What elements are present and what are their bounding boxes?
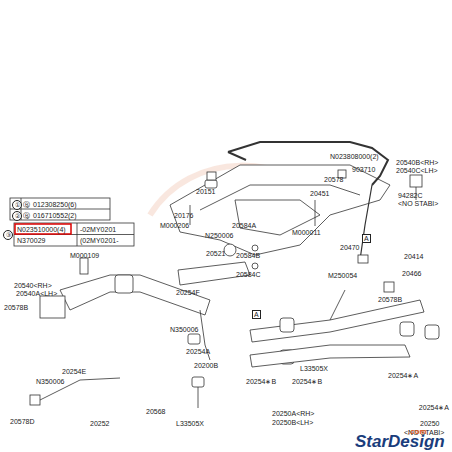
callout-number: -02MY0201: [80, 226, 116, 233]
callout-number: 20254F: [176, 289, 200, 296]
callout-number: 20250: [420, 420, 439, 427]
callout-number: M250054: [328, 272, 357, 279]
logo-text: .com: [408, 428, 427, 436]
callout-number: 20540B<RH>: [396, 159, 438, 166]
callout-number: (02MY0201-: [80, 237, 119, 244]
callout-number: 20176: [174, 212, 193, 219]
callout-number: N250006: [205, 232, 233, 239]
callout-number: 20584A: [232, 222, 256, 229]
callout-number: 20578D: [10, 418, 35, 425]
callout-number: 20151: [196, 188, 215, 195]
callout-number: ①: [12, 200, 22, 210]
callout-number: 20578B: [378, 296, 402, 303]
callout-number: N350006: [36, 378, 64, 385]
callout-number: Ⓑ: [23, 212, 30, 219]
callout-number: 20414: [404, 253, 423, 260]
callout-number: M000109: [70, 252, 99, 259]
callout-number: 20584B: [236, 252, 260, 259]
callout-number: 20540<RH>: [14, 282, 52, 289]
callout-number: L33505X: [300, 365, 328, 372]
callout-number: N023808000(2): [330, 153, 379, 160]
callout-number: N370029: [17, 237, 45, 244]
callout-number: ②: [12, 211, 22, 221]
callout-number: 20568: [146, 408, 165, 415]
callout-number: 20254E: [62, 368, 86, 375]
callout-number: 94282C: [398, 192, 423, 199]
callout-number: 20451: [310, 190, 329, 197]
callout-number: <NO STABI>: [398, 200, 438, 207]
callout-number: L33505X: [176, 420, 204, 427]
callout-number: 20254A: [186, 348, 210, 355]
callout-number: 20254∗A: [419, 404, 449, 411]
callout-number: 012308250(6): [33, 201, 77, 208]
callout-number: ③: [3, 230, 13, 240]
callout-number: 20252: [90, 420, 109, 427]
callout-number: 20254∗B: [292, 378, 322, 385]
callout-number: 20466: [402, 270, 421, 277]
callout-number: 20584C: [236, 271, 261, 278]
callout-number: 20200B: [194, 362, 218, 369]
callout-number: A: [362, 234, 371, 243]
callout-number: N023510000(4): [17, 226, 66, 233]
callout-number: 20470: [340, 244, 359, 251]
callout-number: 20540A<LH>: [16, 290, 57, 297]
callout-number: 016710552(2): [33, 212, 77, 219]
callout-number: 20521: [206, 250, 225, 257]
callout-number: A: [252, 310, 261, 319]
callout-number: 20250B<LH>: [272, 419, 313, 426]
callout-number: 20254∗B: [246, 378, 276, 385]
callout-number: 20250A<RH>: [272, 410, 314, 417]
callout-number: 20578B: [4, 304, 28, 311]
callout-number: M000206: [160, 222, 189, 229]
callout-number: 20578: [324, 176, 343, 183]
callout-number: M000011: [292, 229, 321, 236]
callout-number: 20540C<LH>: [396, 167, 438, 174]
callout-number: Ⓑ: [23, 201, 30, 208]
logo-text: StarDesign: [355, 433, 445, 450]
callout-number: N350006: [170, 326, 198, 333]
callout-number: 903710: [352, 166, 375, 173]
callout-number: 20254∗A: [388, 372, 418, 379]
